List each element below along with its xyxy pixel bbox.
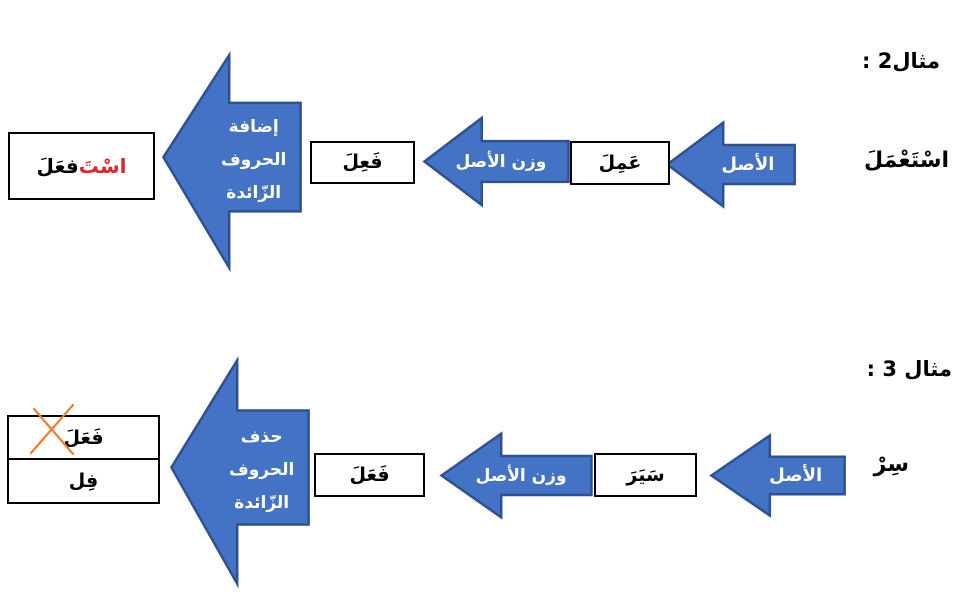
origin-arrow-label: الأصل [721, 154, 775, 175]
origin-box-value: عَمِلَ [598, 151, 642, 174]
big-arrow-text: إضافة الحروف الزّائدة [207, 99, 301, 223]
big-arrow-line-2: الحروف [229, 460, 295, 481]
example-3-pattern-arrow: وزن الأصل [440, 429, 593, 522]
deletion-cross-icon [28, 402, 76, 457]
left-block-arrow-icon [162, 53, 302, 270]
left-block-arrow-icon [710, 431, 846, 520]
crossed-box-value: فَعَلَ [63, 426, 104, 449]
example-2-origin-arrow: الأصل [666, 118, 796, 211]
example-2-pattern-arrow: وزن الأصل [423, 113, 570, 210]
pattern-box-value: فَعِلَ [342, 151, 383, 174]
example-3-title: مثال 3 : [866, 357, 952, 381]
big-arrow-line-1: حذف [240, 427, 283, 448]
left-block-arrow-icon [666, 118, 796, 211]
example-2-origin-box: عَمِلَ [570, 141, 670, 185]
example-2-result-box: اسْتَفعَلَ [8, 132, 155, 200]
example-3-result-box: فِل [7, 458, 160, 504]
result-red-prefix: اسْتَ [78, 154, 127, 178]
example-3-source-word: سِرْ [873, 452, 909, 477]
big-arrow-line-3: الزّائدة [226, 182, 282, 203]
pattern-arrow-label: وزن الأصل [475, 465, 567, 486]
big-arrow-line-2: الحروف [221, 149, 287, 170]
example-2-title: مثال2 : [861, 49, 940, 73]
pattern-arrow-label: وزن الأصل [455, 151, 547, 172]
left-block-arrow-icon [440, 429, 593, 522]
example-3-origin-arrow: الأصل [710, 431, 846, 520]
example-3-pattern-box: فَعَلَ [314, 453, 425, 497]
example-3-big-arrow: حذف الحروف الزّائدة [170, 358, 310, 586]
example-3-origin-box: سَيَرَ [594, 453, 697, 497]
origin-box-value: سَيَرَ [626, 463, 665, 486]
pattern-box-value: فَعَلَ [349, 463, 390, 486]
big-arrow-line-1: إضافة [228, 116, 279, 137]
example-2-source-word: اسْتَعْمَلَ [864, 148, 949, 173]
example-2-big-arrow: إضافة الحروف الزّائدة [162, 53, 302, 270]
left-block-arrow-icon [423, 113, 570, 210]
big-arrow-line-3: الزّائدة [234, 493, 290, 514]
result-black-part: فعَلَ [36, 154, 79, 178]
example-2-pattern-box: فَعِلَ [310, 141, 415, 184]
left-block-arrow-icon [170, 358, 310, 586]
result-box-value: فِل [68, 470, 99, 492]
origin-arrow-label: الأصل [769, 465, 823, 486]
big-arrow-text: حذف الحروف الزّائدة [215, 406, 309, 536]
